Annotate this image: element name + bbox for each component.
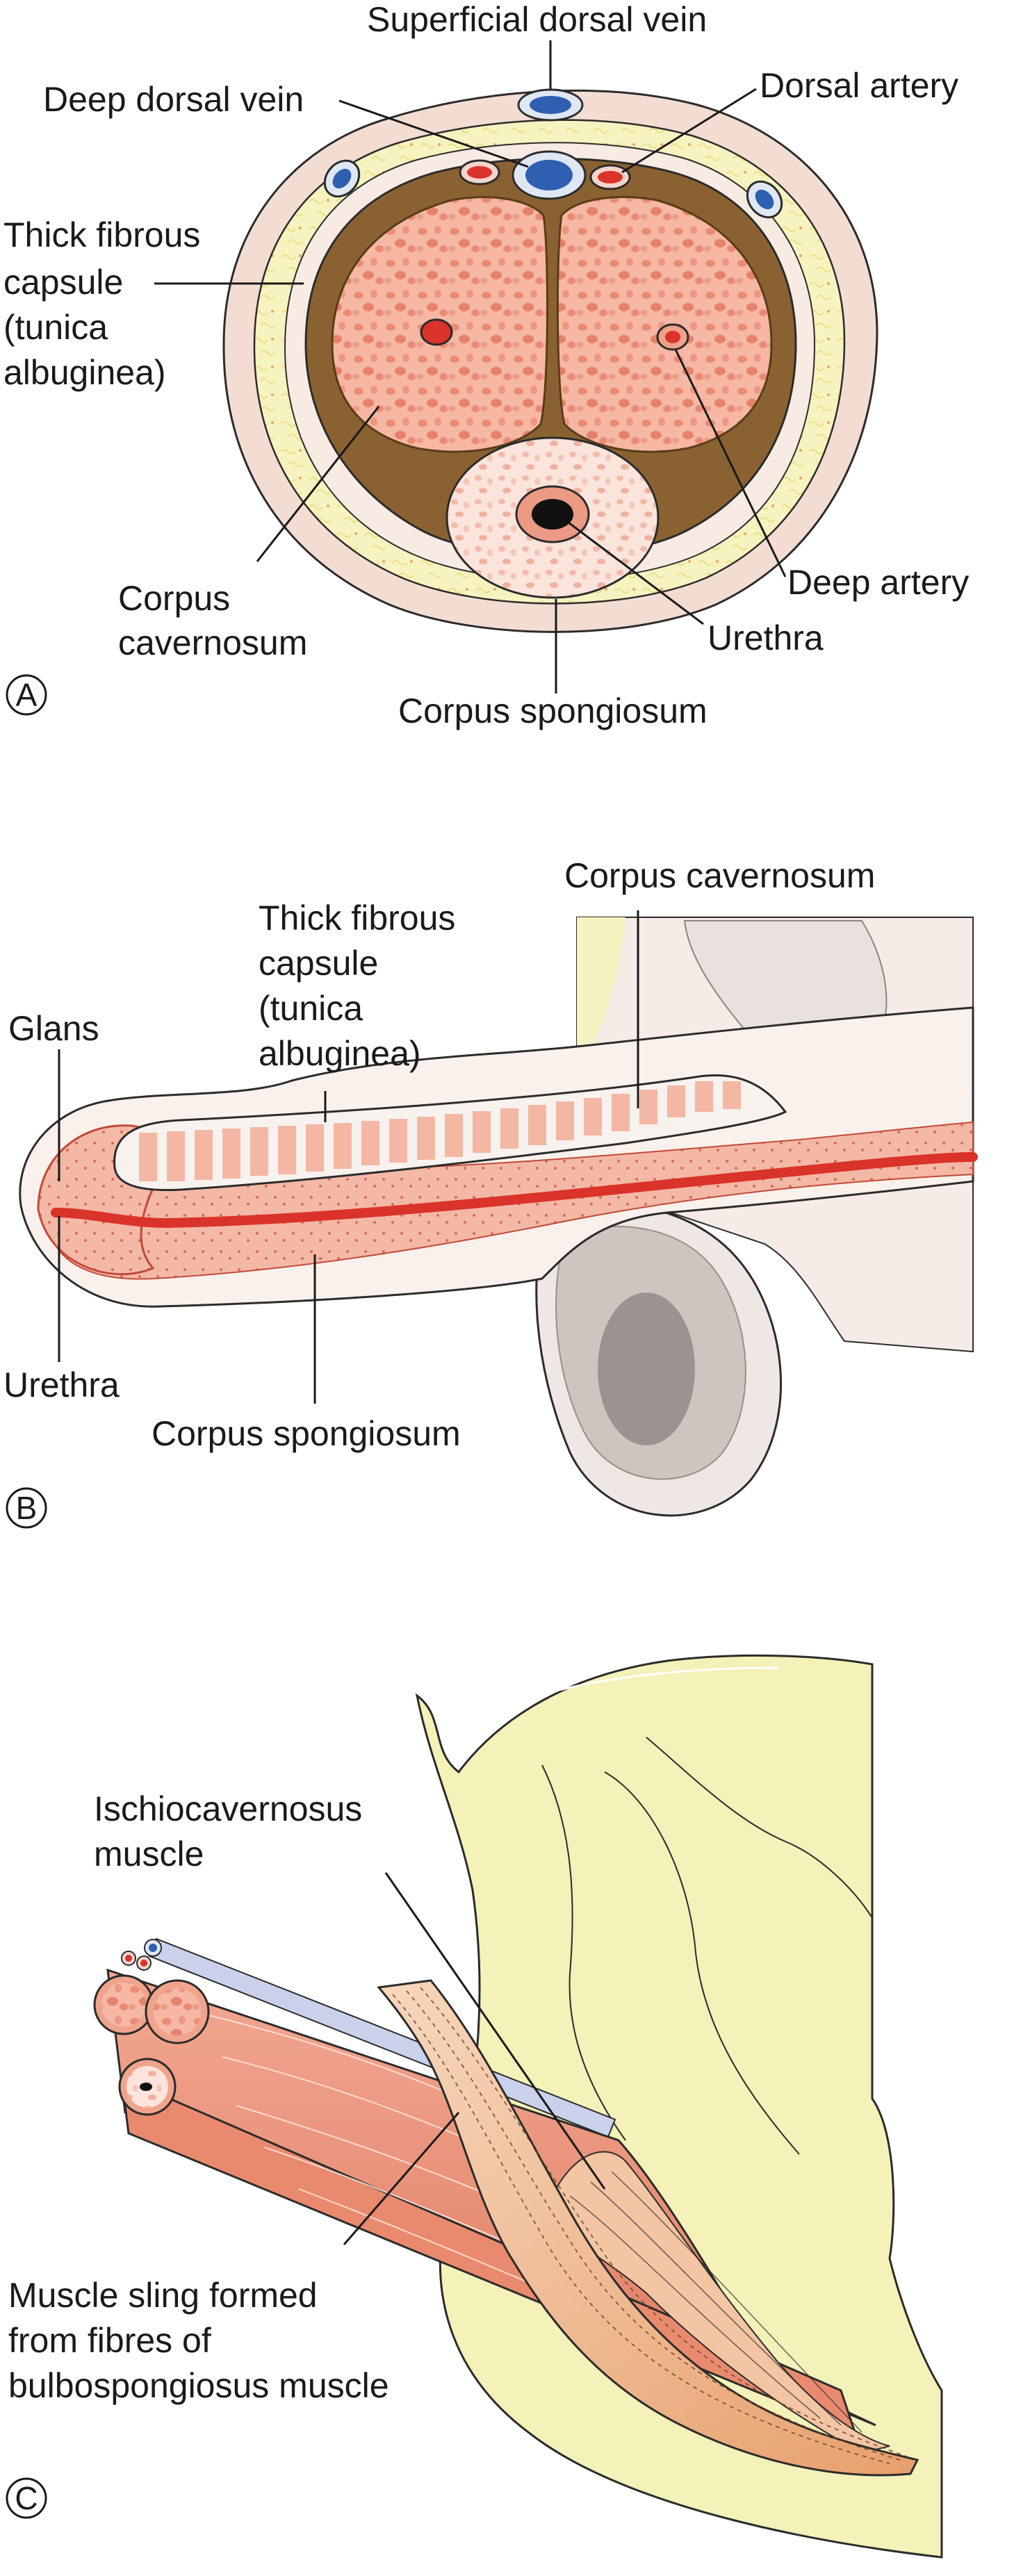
label-urethra: Urethra: [708, 618, 824, 657]
ischiocavernosus-muscle: [548, 2151, 890, 2454]
label-corpus-cavernosum-line-1: Corpus: [118, 579, 230, 618]
pelvic-bone: [415, 1654, 943, 2559]
panel-b: Corpus cavernosum Thick fibrous capsule …: [3, 856, 978, 1529]
panel-c-marker: [6, 2477, 47, 2519]
bone-contour-2: [541, 1764, 626, 2141]
panel-a: Superficial dorsal vein Deep dorsal vein…: [3, 0, 969, 730]
urethra-end: [140, 2083, 152, 2091]
bone-contour-1: [604, 1771, 800, 2155]
bone-contour-3: [646, 1737, 873, 1919]
cavernosum-chambers: [139, 1081, 741, 1181]
label-deep-dorsal-vein: Deep dorsal vein: [43, 80, 304, 119]
label-muscle-sling-line-3: bulbospongiosus muscle: [8, 2366, 389, 2405]
label-muscle-sling-line-1: Muscle sling formed: [8, 2276, 318, 2315]
label-corpus-spongiosum-b: Corpus spongiosum: [152, 1414, 461, 1453]
right-corpus-cavernosum: [556, 196, 773, 453]
label-corpus-cavernosum-line-2: cavernosum: [118, 623, 307, 662]
bulbospongiosus-sling: [377, 1979, 919, 2477]
ischio-fibres: [569, 2171, 862, 2433]
label-capsule-b-line-3: (tunica: [259, 989, 363, 1028]
label-capsule-b-line-1: Thick fibrous: [259, 899, 455, 937]
label-capsule-b-line-4: albuginea): [259, 1034, 421, 1073]
label-muscle-sling-line-2: from fibres of: [8, 2321, 211, 2360]
panel-c-letter: C: [15, 2480, 38, 2516]
label-urethra-b: Urethra: [3, 1365, 120, 1404]
label-capsule-line-1: Thick fibrous: [3, 215, 200, 254]
label-dorsal-artery: Dorsal artery: [760, 66, 958, 105]
panel-c: Ischiocavernosus muscle Muscle sling for…: [6, 1654, 943, 2559]
label-capsule-line-3: (tunica: [3, 308, 108, 347]
epididymis: [598, 1293, 695, 1445]
panel-b-letter: B: [16, 1490, 38, 1526]
label-ischiocavernosus-line-1: Ischiocavernosus: [94, 1789, 362, 1828]
urethra-lumen: [532, 499, 573, 530]
label-ischiocavernosus-line-2: muscle: [94, 1835, 204, 1873]
bone-highlight: [507, 1666, 779, 1707]
label-glans: Glans: [8, 1009, 99, 1048]
label-capsule-line-4: albuginea): [3, 353, 166, 392]
left-deep-artery: [420, 318, 453, 346]
sling-fibres: [392, 1987, 908, 2464]
label-corpus-cavernosum-b: Corpus cavernosum: [564, 856, 875, 895]
label-capsule-line-2: capsule: [3, 263, 123, 302]
label-deep-artery: Deep artery: [787, 563, 969, 602]
panel-a-marker: [6, 674, 47, 716]
fat-pad: [577, 917, 625, 1077]
panel-b-marker: [6, 1487, 47, 1529]
label-capsule-b-line-2: capsule: [259, 944, 378, 983]
panel-a-letter: A: [16, 677, 38, 713]
urethra-longitudinal: [51, 1152, 978, 1229]
label-corpus-spongiosum: Corpus spongiosum: [398, 691, 708, 730]
label-superficial-dorsal-vein: Superficial dorsal vein: [367, 0, 707, 39]
